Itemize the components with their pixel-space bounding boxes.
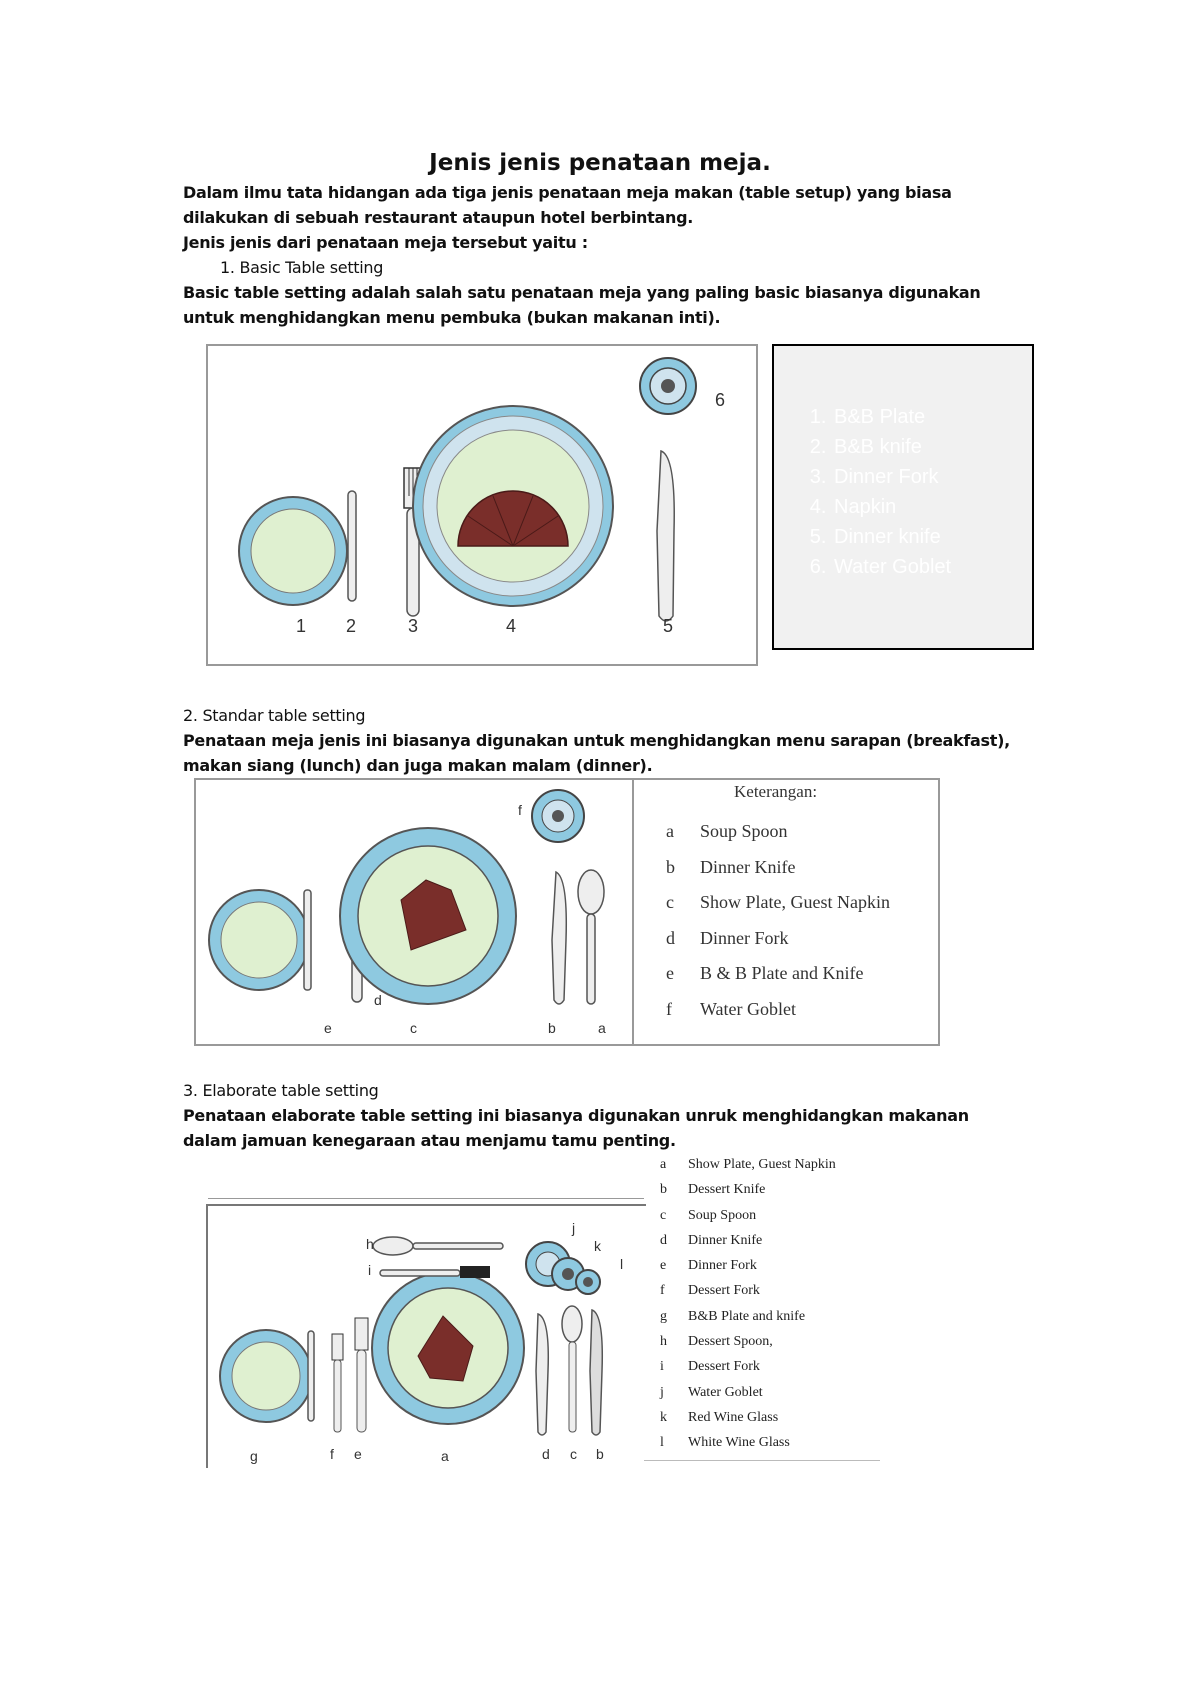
figure-label: c [410, 1020, 417, 1036]
figure-label: c [570, 1446, 577, 1462]
legend-item: Dinner knife [832, 522, 1032, 552]
figure-label: i [368, 1262, 371, 1278]
figure-label: 4 [506, 616, 516, 637]
section1-description: Basic table setting adalah salah satu pe… [183, 280, 1023, 330]
figure-label: 5 [663, 616, 673, 637]
intro-paragraph: Dalam ilmu tata hidangan ada tiga jenis … [183, 180, 1023, 230]
figure-label: b [596, 1446, 604, 1462]
figure-label: b [548, 1020, 556, 1036]
basic-setting-legend: B&B Plate B&B knife Dinner Fork Napkin D… [772, 344, 1034, 650]
basic-setting-figure: 1 2 3 4 5 6 [206, 344, 758, 666]
legend-item: B&B knife [832, 432, 1032, 462]
page-title: Jenis jenis penataan meja. [0, 150, 1200, 176]
figure-label: a [598, 1020, 606, 1036]
figure-label: 3 [408, 616, 418, 637]
legend-item: Dinner Fork [832, 462, 1032, 492]
figure-label: d [542, 1446, 550, 1462]
figure-label: 2 [346, 616, 356, 637]
figure-label: 1 [296, 616, 306, 637]
figure-label: a [441, 1448, 449, 1464]
legend-item: Napkin [832, 492, 1032, 522]
figure-label: l [620, 1256, 623, 1272]
figure-label: e [324, 1020, 332, 1036]
figure-label: g [250, 1448, 258, 1464]
jenis-line: Jenis jenis dari penataan meja tersebut … [183, 230, 1023, 255]
elaborate-setting-illustration [208, 1206, 646, 1468]
figure-label: k [594, 1238, 601, 1254]
section1-heading: 1. Basic Table setting [220, 255, 383, 280]
figure-label: e [354, 1446, 362, 1462]
figure-label: f [330, 1446, 334, 1462]
figure-label: 6 [715, 390, 725, 411]
legend-item: B&B Plate [832, 402, 1032, 432]
standard-setting-illustration [196, 780, 632, 1044]
section3-heading: 3. Elaborate table setting [183, 1078, 379, 1103]
keterangan-title: Keterangan: [734, 782, 817, 802]
elaborate-setting-figure: g f e a d c b h i j k l [206, 1204, 646, 1468]
figure-label: f [518, 802, 522, 818]
section2-description: Penataan meja jenis ini biasanya digunak… [183, 728, 1023, 778]
figure-label: j [572, 1220, 575, 1236]
basic-setting-illustration [208, 346, 756, 664]
section2-heading: 2. Standar table setting [183, 703, 365, 728]
legend-item: Water Goblet [832, 552, 1032, 582]
section3-description: Penataan elaborate table setting ini bia… [183, 1103, 1023, 1153]
figure-label: d [374, 992, 382, 1008]
figure-label: h [366, 1236, 374, 1252]
